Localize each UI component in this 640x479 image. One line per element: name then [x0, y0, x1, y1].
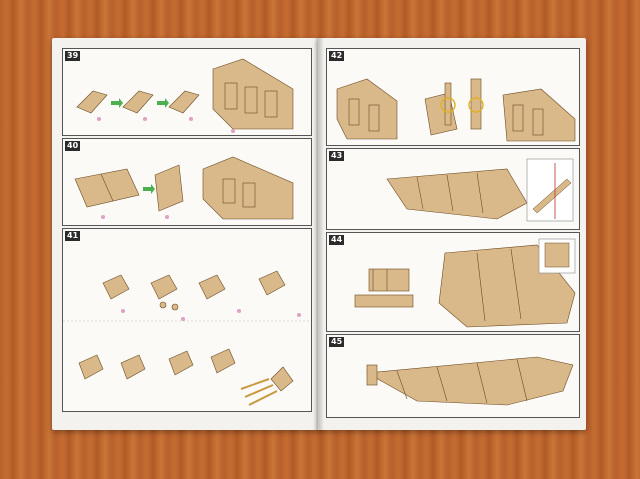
step-number: 43 — [329, 151, 345, 161]
left-page: 39 40 — [52, 38, 320, 430]
step-number: 42 — [329, 51, 345, 61]
step-number: 44 — [329, 235, 345, 245]
step-41-illustration — [63, 270, 311, 406]
step-number: 40 — [65, 141, 81, 151]
instruction-booklet: 39 40 — [52, 38, 586, 430]
step-42-illustration — [336, 78, 576, 142]
step-39-panel: 39 — [62, 48, 312, 136]
step-42-panel: 42 — [326, 48, 580, 146]
step-39-illustration — [76, 58, 294, 133]
step-43-illustration — [386, 158, 574, 222]
booklet-spine — [314, 38, 324, 430]
step-45-illustration — [366, 356, 574, 406]
step-number: 39 — [65, 51, 81, 61]
step-45-panel: 45 — [326, 334, 580, 418]
step-40-panel: 40 — [62, 138, 312, 226]
step-number: 45 — [329, 337, 345, 347]
step-44-panel: 44 — [326, 232, 580, 332]
step-44-illustration — [354, 238, 576, 328]
step-41-panel: 41 — [62, 228, 312, 412]
right-page: 42 43 — [318, 38, 586, 430]
step-40-illustration — [74, 156, 294, 220]
step-number: 41 — [65, 231, 81, 241]
step-43-panel: 43 — [326, 148, 580, 230]
